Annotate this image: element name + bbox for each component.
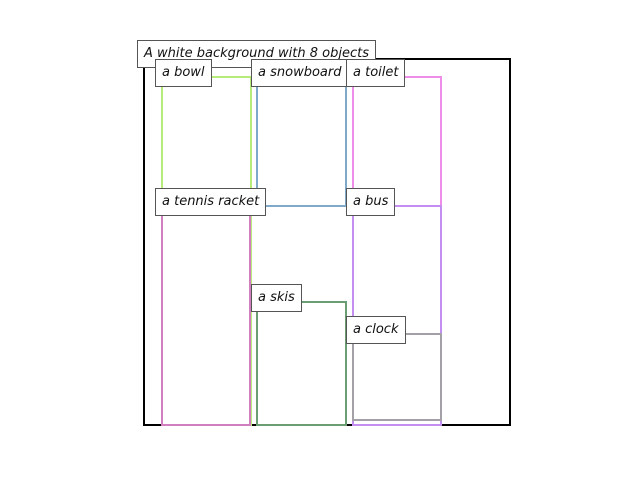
box-clock	[352, 333, 442, 421]
scene-frame	[143, 58, 511, 426]
label-snowboard: a snowboard	[251, 59, 349, 87]
box-bowl	[161, 76, 252, 426]
box-snowboard	[256, 76, 347, 207]
label-bus: a bus	[346, 188, 396, 216]
label-bowl: a bowl	[155, 59, 212, 87]
label-toilet: a toilet	[346, 59, 406, 87]
box-toilet	[352, 76, 442, 426]
label-clock: a clock	[346, 316, 406, 344]
box-bus	[352, 205, 442, 426]
box-skis	[256, 301, 347, 426]
label-skis: a skis	[251, 284, 302, 312]
box-tennis-racket	[161, 205, 251, 426]
label-tennis-racket: a tennis racket	[155, 188, 267, 216]
